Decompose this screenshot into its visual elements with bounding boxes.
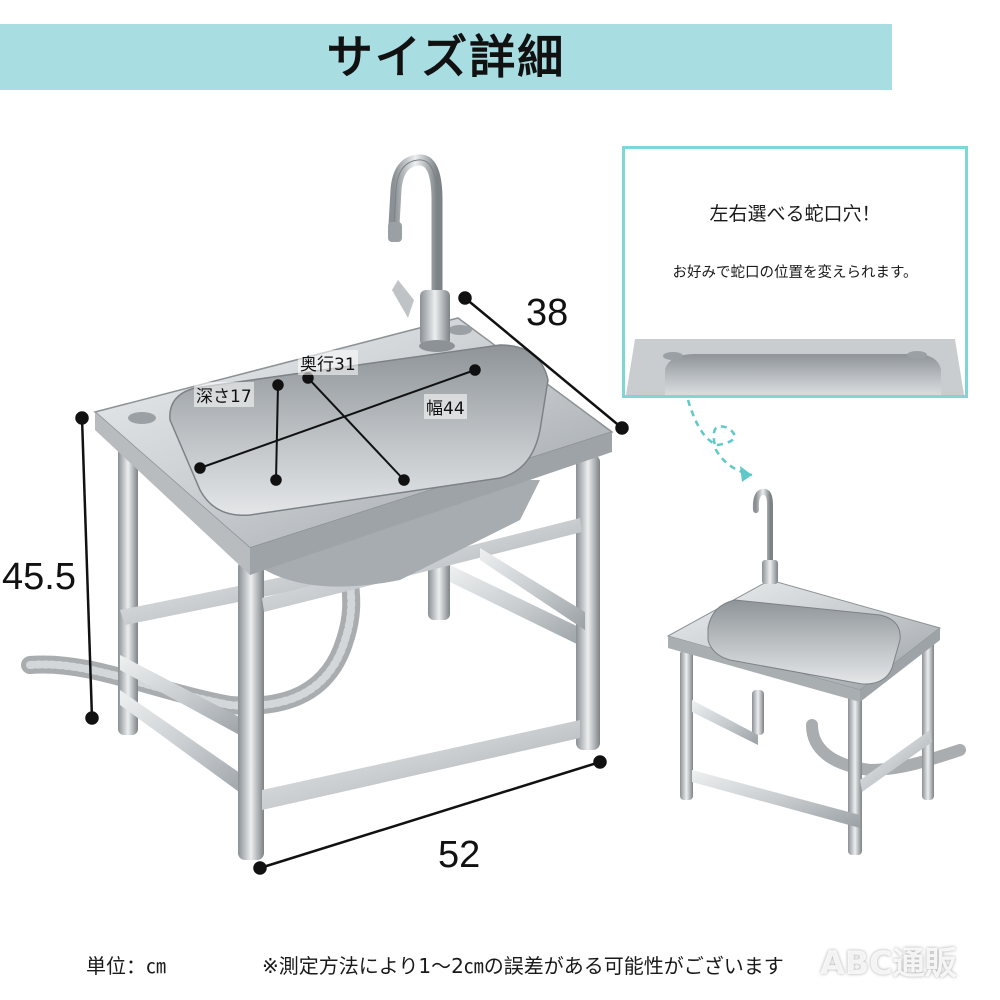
sink-frame xyxy=(118,445,600,860)
height-label: 45.5 xyxy=(2,556,76,598)
shop-watermark: ABC通販 xyxy=(820,944,957,982)
width-total-label: 52 xyxy=(438,834,481,876)
faucet xyxy=(388,154,455,352)
depth-total-label: 38 xyxy=(526,292,569,334)
measurement-note: ※測定方法により1〜2㎝の誤差がある可能性がございます xyxy=(262,954,784,978)
callout-title: 左右選べる蛇口穴！ xyxy=(709,203,881,225)
basin-front-back-label: 奥行31 xyxy=(298,350,358,375)
callout-subtitle: お好みで蛇口の位置を変えられます。 xyxy=(672,265,918,281)
page-title: サイズ詳細 xyxy=(326,30,566,84)
small-sink-illustration xyxy=(666,488,966,855)
unit-label: 単位：㎝ xyxy=(86,954,166,978)
sink-top xyxy=(93,317,614,575)
callout-arrow xyxy=(686,399,753,482)
basin-width-label: 幅44 xyxy=(424,394,467,419)
basin-depth-label: 深さ17 xyxy=(194,382,254,407)
drain-hose xyxy=(21,571,361,715)
rim-closeup-image xyxy=(625,339,965,395)
title-banner: サイズ詳細 xyxy=(0,24,892,90)
faucet-hole-callout: 左右選べる蛇口穴！ お好みで蛇口の位置を変えられます。 xyxy=(622,146,968,398)
dimension-lines xyxy=(75,291,629,875)
